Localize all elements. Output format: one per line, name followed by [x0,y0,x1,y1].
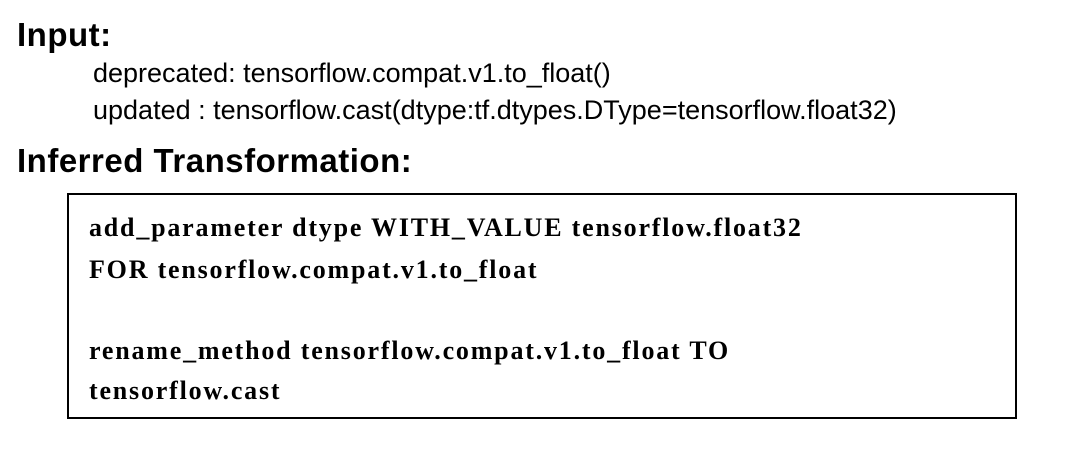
updated-api-line: updated : tensorflow.cast(dtype:tf.dtype… [93,95,897,125]
inferred-transformation-heading: Inferred Transformation: [17,142,413,179]
deprecated-api-line: deprecated: tensorflow.compat.v1.to_floa… [93,58,611,88]
transformation-rule-box: add_parameter dtype WITH_VALUE tensorflo… [67,193,1017,419]
rule-line: FOR tensorflow.compat.v1.to_float [89,255,539,284]
rule-line: rename_method tensorflow.compat.v1.to_fl… [89,336,731,365]
input-heading: Input: [17,16,112,53]
rule-line: tensorflow.cast [89,376,282,405]
rule-line: add_parameter dtype WITH_VALUE tensorflo… [89,213,803,242]
